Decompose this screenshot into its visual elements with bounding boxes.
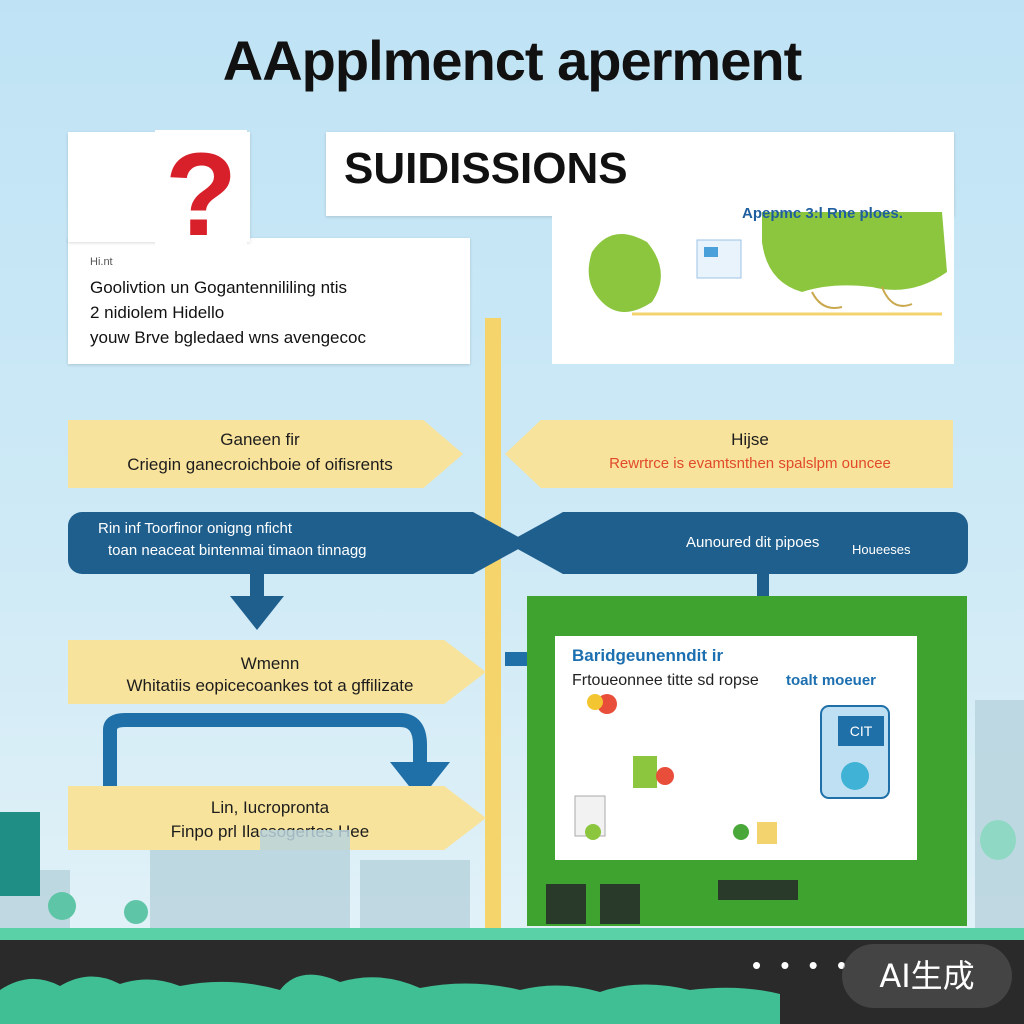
curved-arrow-icon <box>103 713 450 800</box>
screen-arrow-icon <box>505 652 529 666</box>
info-box-3-text: Whitatiis eopicecoankes tot a gffilizate <box>126 676 414 695</box>
building <box>260 830 350 930</box>
question-text: Hi.nt Goolivtion un Gogantennililing nti… <box>90 250 460 350</box>
info-box-2 <box>505 420 953 488</box>
page-title: AApplmenct aperment <box>222 29 802 92</box>
screen-subtitle: Frtoueonnee titte sd ropse <box>572 672 759 689</box>
screen-illustration <box>574 694 890 844</box>
info-box-3-heading: Wmenn <box>240 654 300 673</box>
ai-generated-badge: AI生成 <box>842 944 1012 1008</box>
building <box>360 860 470 930</box>
map-label: Apepmc 3:l Rne ploes. <box>742 205 903 222</box>
screen-title: Baridgeunenndit ir <box>572 646 724 665</box>
bush-icon <box>124 900 148 924</box>
question-line-3: youw Brve bgledaed wns avengecoc <box>90 328 366 347</box>
submissions-banner <box>326 132 954 216</box>
tree-icon <box>0 812 40 896</box>
map-illustration <box>588 212 947 316</box>
chair-icon <box>546 884 586 924</box>
pagination-dots: • • • • <box>752 950 853 980</box>
vertical-connector <box>485 318 501 930</box>
screen-badge: CIT <box>838 716 884 746</box>
map-panel <box>552 212 954 364</box>
info-box-3 <box>68 640 486 704</box>
question-line-1: Goolivtion un Gogantennililing ntis <box>90 278 348 297</box>
down-arrow-icon <box>230 596 284 630</box>
info-box-4-heading: Lin, Iucropronta <box>210 798 330 817</box>
bush-icon <box>48 892 76 920</box>
info-box-2-heading: Hijse <box>731 430 769 449</box>
question-mark-icon: ? <box>155 130 247 260</box>
info-box-1 <box>68 420 463 488</box>
submissions-title: SUIDISSIONS <box>344 144 628 193</box>
chair-icon <box>600 884 640 924</box>
grass-strip <box>0 928 1024 942</box>
tree-icon <box>980 820 1016 860</box>
question-panel <box>68 238 470 364</box>
band-left-text-2: toan neaceat bintenmai timaon tinnagg <box>108 542 367 559</box>
band-right-text: Aunoured dit pipoes <box>686 534 820 551</box>
building <box>150 850 260 930</box>
band-right-text-2: Houeeses <box>852 542 911 557</box>
screen-subtitle-2: toalt moeuer <box>786 672 877 689</box>
screen-content <box>555 636 917 860</box>
band-left-text: Rin inf Toorfinor onigng nficht <box>98 520 293 537</box>
bench-icon <box>718 880 798 900</box>
building <box>975 700 1024 930</box>
info-box-2-text: Rewrtrce is evamtsnthen spalslpm ouncee <box>609 455 891 472</box>
question-small-label: Hi.nt <box>90 256 113 268</box>
hedge-illustration <box>0 974 780 1024</box>
info-box-1-heading: Ganeen fir <box>220 430 300 449</box>
question-line-2: 2 nidiolem Hidello <box>90 303 225 322</box>
info-box-1-text: Criegin ganecroichboie of oifisrents <box>127 455 393 474</box>
